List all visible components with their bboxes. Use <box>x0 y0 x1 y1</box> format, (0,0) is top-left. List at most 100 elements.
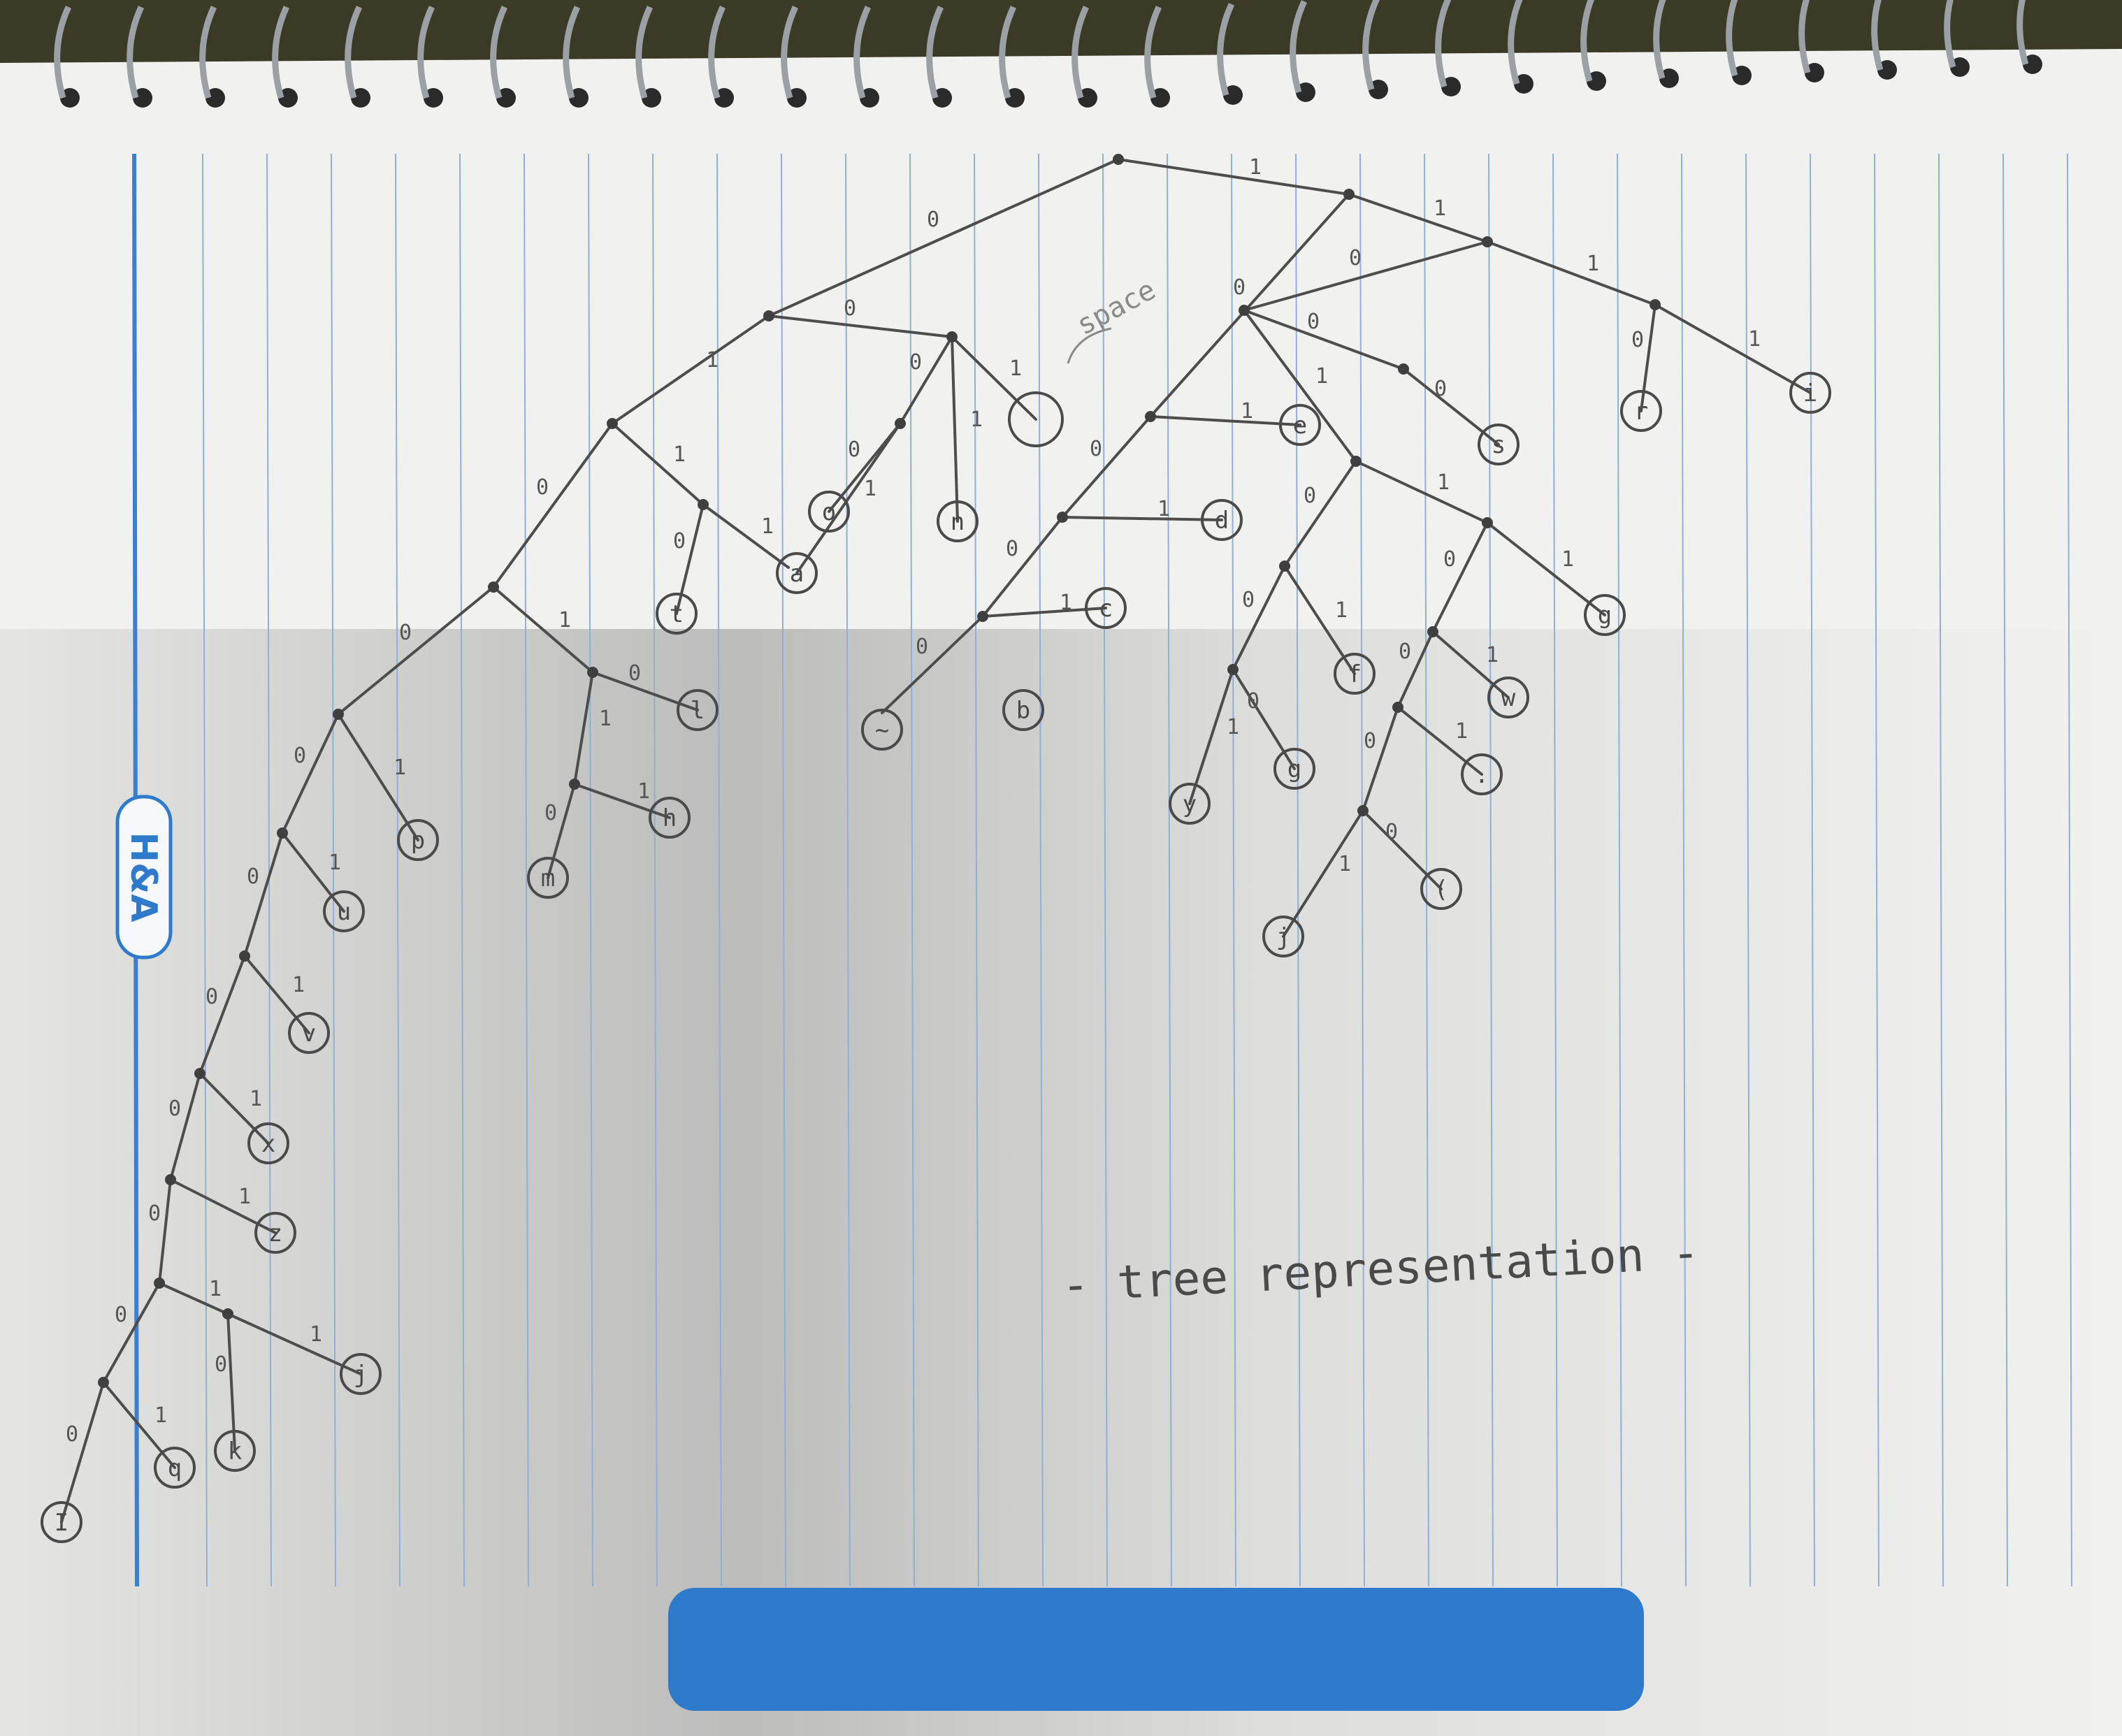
edge-bit-label: 0 <box>848 437 860 462</box>
internal-node <box>1239 305 1250 316</box>
edge-bit-label: 1 <box>1241 399 1253 424</box>
leaf-node <box>1085 587 1127 629</box>
internal-node <box>1057 512 1068 523</box>
edge-bit-label: 0 <box>909 350 922 375</box>
tree-edge <box>702 503 790 569</box>
edge-bit-label: 0 <box>1434 377 1447 401</box>
leaf-symbol: y <box>1183 790 1197 818</box>
internal-node <box>1482 517 1493 528</box>
leaf-node <box>214 1430 256 1472</box>
binding-hole <box>2023 55 2042 74</box>
leaf-symbol: c <box>1099 595 1113 623</box>
leaf-node <box>323 890 365 932</box>
rule-line <box>1488 153 1494 1587</box>
tree-edge <box>1362 706 1399 812</box>
spiral-ring <box>1580 0 1595 82</box>
binding-hole <box>569 88 589 108</box>
tree-edge <box>102 1282 161 1384</box>
binding-hole <box>1441 77 1461 96</box>
edge-bit-label: 1 <box>154 1403 167 1428</box>
brand-label: H&A <box>122 832 164 922</box>
edge-bit-label: 0 <box>1247 689 1260 714</box>
bottom-tab-band <box>668 1588 1644 1711</box>
rule-line <box>1938 153 1944 1587</box>
brand-tab: H&A <box>115 795 173 960</box>
tree-edge <box>281 832 345 913</box>
edge-bit-label: 1 <box>292 973 305 997</box>
binding-hole <box>642 88 661 108</box>
leaf-symbol: n <box>951 508 965 536</box>
leaf-node <box>1273 748 1315 790</box>
tree-edge <box>1232 565 1286 671</box>
leaf-node <box>677 689 719 731</box>
leaf-node <box>397 819 439 861</box>
tree-edge <box>1243 309 1357 463</box>
tree-edge <box>573 671 594 786</box>
tree-edge <box>243 832 284 957</box>
rule-line <box>1167 153 1172 1587</box>
spiral-ring <box>1435 0 1452 88</box>
edge-bit-label: 0 <box>1443 547 1456 572</box>
binding-hole <box>1150 88 1170 108</box>
internal-node <box>1227 664 1239 675</box>
spiral-ring <box>345 6 363 99</box>
tree-edge <box>1061 516 1223 521</box>
leaf-node <box>1789 372 1831 414</box>
internal-node <box>587 667 598 678</box>
leaf-symbol: e <box>1293 412 1307 440</box>
internal-node <box>1427 626 1438 637</box>
edge-bit-label: 1 <box>637 779 650 804</box>
leaf-space <box>1008 391 1064 447</box>
rule-line <box>2067 153 2072 1587</box>
rule-line <box>202 153 208 1587</box>
rule-line <box>588 153 593 1587</box>
leaf-node <box>1279 404 1321 446</box>
edge-bit-label: 1 <box>1157 497 1170 521</box>
binding-hole <box>1296 82 1315 102</box>
edge-bit-label: 0 <box>399 621 412 645</box>
internal-node <box>1357 805 1369 816</box>
leaf-node <box>937 500 979 542</box>
internal-node <box>1392 702 1403 713</box>
rule-line <box>1681 153 1687 1587</box>
leaf-node <box>247 1122 289 1164</box>
edge-bit-label: 0 <box>66 1422 78 1447</box>
edge-bit-label: 1 <box>673 442 686 467</box>
tree-edge <box>547 783 576 879</box>
spiral-ring <box>1508 0 1523 85</box>
leaf-node <box>1201 499 1243 541</box>
edge-bit-label: 0 <box>1364 729 1376 753</box>
rule-line <box>1295 153 1301 1587</box>
leaf-node <box>1487 677 1529 718</box>
edge-bit-label: 0 <box>1006 537 1018 561</box>
edge-bit-label: 1 <box>1437 470 1450 495</box>
rule-line <box>395 153 400 1587</box>
edge-bit-label: 1 <box>1434 196 1446 221</box>
internal-node <box>1398 363 1409 375</box>
binding-hole <box>1223 85 1243 105</box>
edge-bit-label: 0 <box>247 865 259 889</box>
lighting-shadow <box>0 629 2122 1736</box>
tree-edge <box>199 955 246 1075</box>
edge-bit-label: 1 <box>1315 364 1328 389</box>
rule-line <box>331 153 336 1587</box>
rule-line <box>266 153 272 1587</box>
leaf-symbol: w <box>1501 684 1516 712</box>
tree-edge <box>1396 630 1434 709</box>
tree-edge <box>158 1178 172 1285</box>
leaf-symbol: h <box>663 804 677 832</box>
leaf-node <box>649 797 691 839</box>
spiral-ring <box>1944 0 1956 68</box>
edge-bit-label: 0 <box>1233 275 1246 300</box>
tree-edge <box>169 1072 201 1181</box>
spiral-ring <box>1798 0 1811 74</box>
tree-edge <box>243 955 310 1034</box>
edge-bit-label: 1 <box>310 1322 322 1347</box>
spiral-ring <box>999 6 1017 99</box>
binding-hole <box>133 88 152 108</box>
tree-edge <box>337 713 419 841</box>
spiral-ring <box>1362 0 1380 91</box>
edge-bit-label: 1 <box>209 1277 222 1301</box>
binding-hole <box>1587 71 1606 91</box>
rule-line <box>1552 153 1558 1587</box>
